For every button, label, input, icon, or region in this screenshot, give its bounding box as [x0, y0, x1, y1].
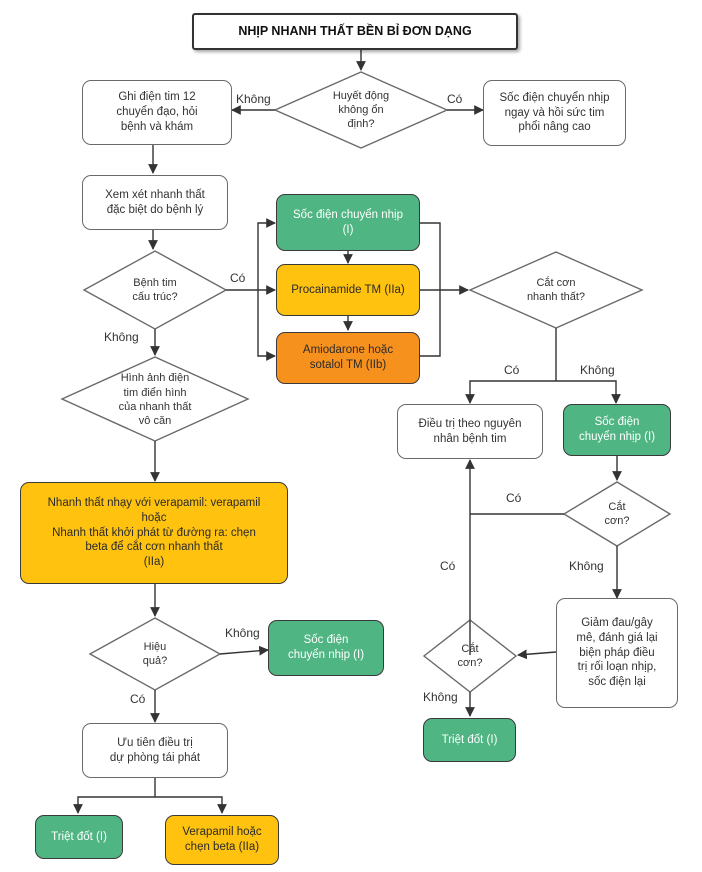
decision-hemodynamic-shape [273, 71, 449, 149]
sedation-box: Giảm đau/gây mê, đánh giá lại biện pháp … [556, 598, 678, 708]
amiodarone-box: Amiodarone hoặc sotalol TM (IIb) [276, 332, 420, 384]
label-no-terminated-3: Không [423, 690, 458, 704]
label-yes-effective: Có [130, 692, 146, 706]
label-no-terminated-1: Không [580, 363, 615, 377]
label-no-structural: Không [104, 330, 139, 344]
decision-effective: Hiệu quả? [142, 640, 168, 667]
label-yes-terminated-2: Có [506, 491, 522, 505]
decision-hemodynamic: Huyết động không ổn định? [332, 89, 390, 131]
label-yes-terminated-1: Có [504, 363, 520, 377]
decision-terminated-3: Cắt cơn? [457, 642, 483, 669]
decision-terminated-1: Cắt cơn nhanh thất? [526, 276, 586, 303]
cardioversion-box-3: Sốc điện chuyển nhịp (I) [268, 620, 384, 676]
verapamil-beta-small-box: Verapamil hoặc chẹn beta (IIa) [165, 815, 279, 865]
prevention-box: Ưu tiên điều trị dự phòng tái phát [82, 723, 228, 778]
label-yes-hemodynamic: Có [447, 92, 463, 106]
decision-terminated-2: Cắt cơn? [604, 500, 630, 527]
ablation-box-1: Triệt đốt (I) [423, 718, 516, 762]
label-no-terminated-2: Không [569, 559, 604, 573]
ecg-exam-box: Ghi điện tim 12 chuyển đạo, hỏi bệnh và … [82, 80, 232, 145]
procainamide-box: Procainamide TM (IIa) [276, 264, 420, 316]
decision-idiopathic: Hình ảnh điện tim điển hình của nhanh th… [118, 372, 192, 428]
decision-structural: Bệnh tim cấu trúc? [132, 276, 178, 303]
cardioversion-box-1: Sốc điện chuyển nhịp (I) [276, 194, 420, 251]
label-yes-structural: Có [230, 271, 246, 285]
cardioversion-box-2: Sốc điện chuyển nhịp (I) [563, 404, 671, 456]
verapamil-beta-box: Nhanh thất nhạy với verapamil: verapamil… [20, 482, 288, 584]
ablation-box-2: Triệt đốt (I) [35, 815, 123, 859]
chart-title: NHỊP NHANH THẤT BỀN BỈ ĐƠN DẠNG [192, 13, 518, 50]
label-yes-terminated-3: Có [440, 559, 456, 573]
review-vt-box: Xem xét nhanh thất đặc biệt do bệnh lý [82, 175, 228, 230]
label-no-effective: Không [225, 626, 260, 640]
treat-cause-box: Điều trị theo nguyên nhân bệnh tim [397, 404, 543, 459]
cardioversion-acls-box: Sốc điện chuyển nhịp ngay và hồi sức tim… [483, 80, 626, 146]
label-no-hemodynamic: Không [236, 92, 271, 106]
